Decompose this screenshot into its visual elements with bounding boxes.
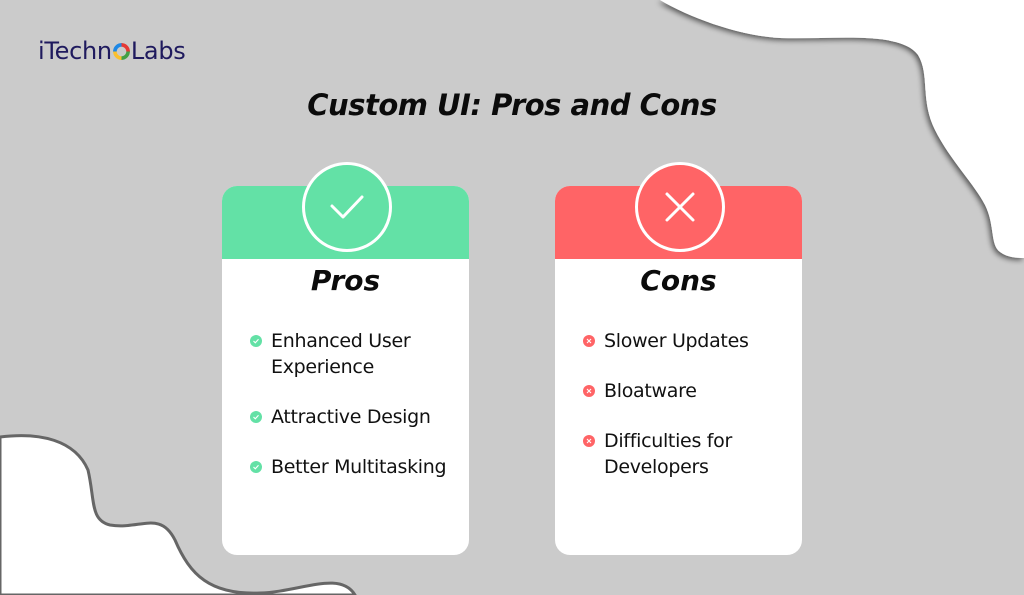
x-icon [634, 162, 725, 252]
cons-card: Cons Slower Updates Bloatware Difficulti… [555, 162, 802, 555]
list-item: Bloatware [583, 378, 792, 404]
pros-item-label: Enhanced User Experience [271, 330, 411, 378]
list-item: Better Multitasking [250, 454, 459, 480]
pros-item-label: Attractive Design [271, 406, 431, 428]
cons-item-label: Slower Updates [604, 330, 749, 352]
check-bullet-icon [250, 335, 262, 347]
list-item: Difficulties for Developers [583, 428, 792, 480]
cons-item-label: Bloatware [604, 380, 697, 402]
pros-title: Pros [310, 264, 381, 297]
cons-title: Cons [640, 264, 717, 297]
brand-logo: iTechn Labs [38, 37, 186, 65]
x-bullet-icon [583, 335, 595, 347]
check-bullet-icon [250, 411, 262, 423]
check-icon [301, 162, 392, 252]
cons-item-label: Difficulties for Developers [604, 430, 733, 478]
brand-ring-icon [112, 42, 130, 60]
x-bullet-icon [583, 385, 595, 397]
pros-list: Enhanced User Experience Attractive Desi… [250, 328, 459, 504]
top-right-blob [660, 0, 1024, 258]
pros-item-label: Better Multitasking [271, 456, 447, 478]
cons-list: Slower Updates Bloatware Difficulties fo… [583, 328, 792, 504]
bottom-left-blob [0, 434, 357, 595]
check-bullet-icon [250, 461, 262, 473]
page-title: Custom UI: Pros and Cons [307, 88, 717, 122]
x-bullet-icon [583, 435, 595, 447]
brand-name-prefix: iTechn [38, 37, 112, 65]
list-item: Slower Updates [583, 328, 792, 354]
brand-name-suffix: Labs [130, 37, 186, 65]
list-item: Attractive Design [250, 404, 459, 430]
list-item: Enhanced User Experience [250, 328, 459, 380]
pros-card: Pros Enhanced User Experience Attractive… [222, 162, 469, 555]
